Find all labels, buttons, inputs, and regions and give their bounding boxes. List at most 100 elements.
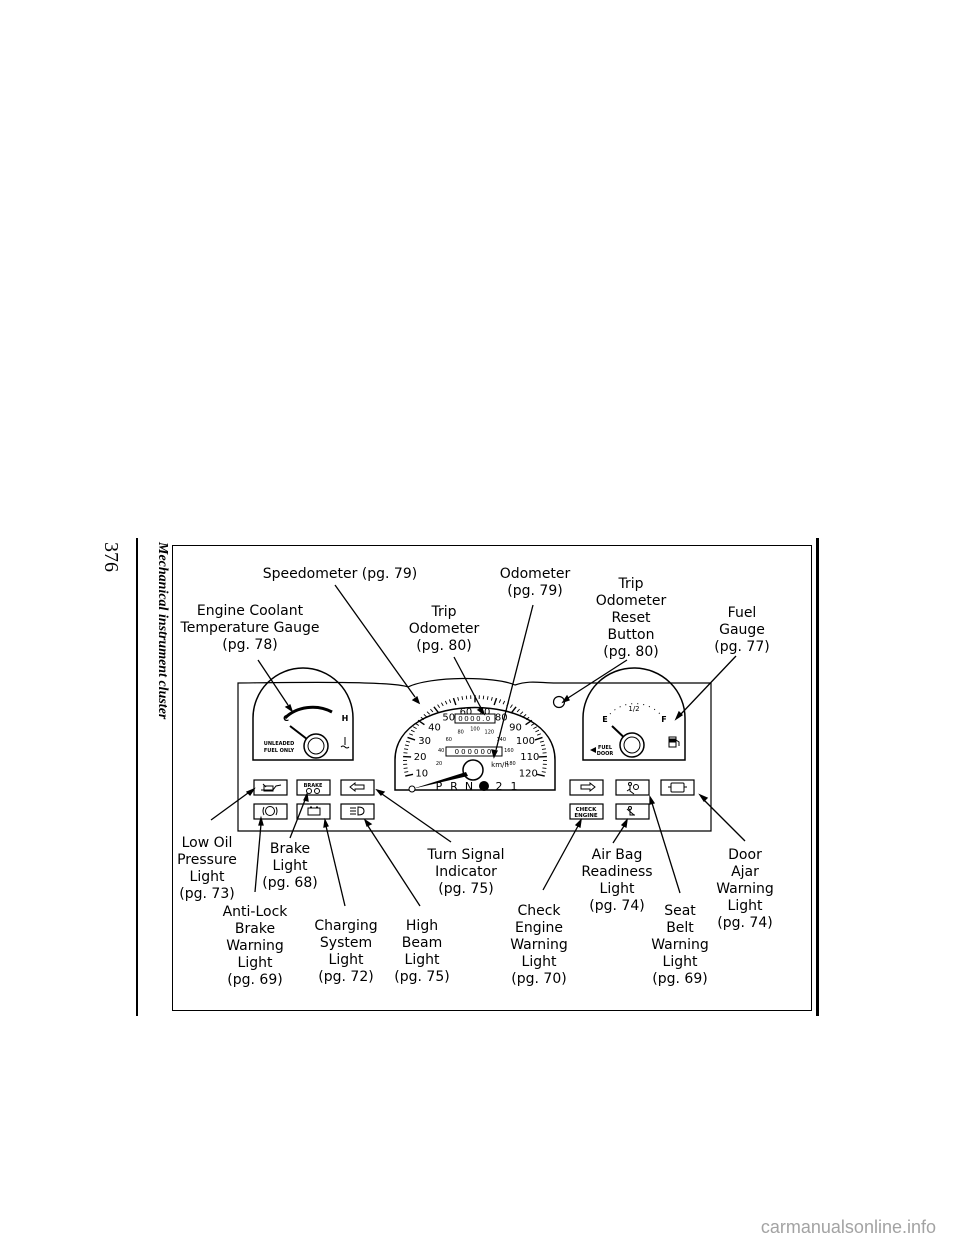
fuel-pump-icon <box>668 736 680 748</box>
gear-drive-highlight <box>479 781 489 791</box>
speedometer-tick <box>408 733 413 736</box>
callout-line: Engine Coolant <box>197 603 304 619</box>
callout-line: Light <box>329 952 364 968</box>
speedometer-tick <box>525 716 530 720</box>
charging-system-light <box>296 803 331 820</box>
speedometer-kmh-label: 20 <box>436 761 442 767</box>
turn-signal-left-light <box>340 779 375 796</box>
speedometer-tick <box>405 740 411 743</box>
label-speedometer: Speedometer (pg. 79) <box>263 566 417 582</box>
callout-line: Reset <box>611 610 651 626</box>
callout-line: (pg. 75) <box>438 881 493 897</box>
callout-line: Fuel <box>728 605 757 621</box>
callout-line: Warning <box>510 937 568 953</box>
speedometer-mph-label: 80 <box>495 712 508 723</box>
callout-line: Light <box>238 955 273 971</box>
callout-line: System <box>320 935 372 951</box>
speedometer-mph-label: 30 <box>418 736 431 747</box>
speedometer-kmh-label: 80 <box>458 729 464 735</box>
anti-lock-brake-light <box>253 803 288 820</box>
callout-line: Engine <box>515 920 563 936</box>
gear-label: R <box>450 780 458 793</box>
cluster-panel <box>237 677 712 832</box>
callout-line: (pg. 75) <box>394 969 449 985</box>
speedometer-tick <box>534 736 543 741</box>
callout-line: Odometer <box>596 593 667 609</box>
speedometer-kmh-label: 100 <box>470 727 480 733</box>
speedometer-tick <box>433 706 440 714</box>
diagram-frame <box>172 545 812 1011</box>
gear-label: D <box>480 780 488 793</box>
callout-line: Brake <box>270 841 310 857</box>
gear-label: 1 <box>511 780 518 793</box>
callout-line: Light <box>273 858 308 874</box>
brake-tag: BRAKE <box>304 783 323 789</box>
speedometer-tick <box>448 699 452 703</box>
callout-line: Seat <box>664 903 696 919</box>
speedometer-mph-label: 100 <box>516 736 535 747</box>
speedometer-tick <box>541 771 546 773</box>
coolant-icon <box>340 737 350 749</box>
gear-label: P <box>436 780 443 793</box>
speedometer-tick <box>444 700 448 705</box>
speedometer-mph-label: 110 <box>520 752 539 763</box>
speedometer-tick <box>452 697 457 706</box>
seat-belt-light <box>615 803 650 820</box>
check-engine-light <box>569 803 604 820</box>
low-oil-pressure-light <box>253 779 288 796</box>
speedometer-tick <box>509 704 513 708</box>
right-rule <box>816 538 819 1016</box>
speedometer-tick <box>533 726 538 730</box>
callout-line: (pg. 74) <box>589 898 644 914</box>
speedometer-tick <box>535 729 540 733</box>
left-rule <box>136 538 138 1016</box>
callout-line: Warning <box>651 937 709 953</box>
callout-line: Light <box>663 954 698 970</box>
odometer-digits: 000000 <box>455 748 494 756</box>
speedometer-tick <box>461 696 464 700</box>
speedometer-tick <box>430 708 434 713</box>
speedometer-tick <box>423 714 428 718</box>
turn-signal-right-light <box>569 779 604 796</box>
speedometer-tick <box>493 697 498 706</box>
speedometer-tick <box>541 744 546 747</box>
speedometer-mph-label: 10 <box>415 768 428 779</box>
callout-line: (pg. 78) <box>222 637 277 653</box>
speedometer-tick <box>539 740 545 743</box>
temp-c-label: C <box>283 714 289 723</box>
speedometer-tick <box>525 719 533 726</box>
callout-line: (pg. 73) <box>179 886 234 902</box>
callout-line: Light <box>728 898 763 914</box>
door-ajar-icon <box>668 782 687 793</box>
speedometer-tick <box>541 748 546 750</box>
check-engine-tag-2: ENGINE <box>574 813 598 819</box>
fuel-e-label: E <box>602 715 607 724</box>
callout-line: Warning <box>226 938 284 954</box>
callout-line: Door <box>728 847 762 863</box>
callout-line: Temperature Gauge <box>180 620 320 636</box>
abs-icon <box>262 806 278 816</box>
callout-line: Check <box>517 903 561 919</box>
speedometer-tick <box>404 744 409 747</box>
callout-line: (pg. 68) <box>262 875 317 891</box>
door-ajar-light <box>660 779 695 796</box>
high-beam-icon <box>350 806 365 816</box>
speedometer-tick <box>426 711 431 715</box>
callout-line: (pg. 69) <box>652 971 707 987</box>
callout-line: Odometer <box>409 621 480 637</box>
unleaded-label: UNLEADED <box>264 741 294 747</box>
speedometer-kmh-label: 180 <box>506 761 516 767</box>
speedometer-tick <box>404 771 409 773</box>
fuel-door-label-2: DOOR <box>597 751 614 757</box>
speedometer-tick <box>498 699 502 703</box>
callout-line: (pg. 74) <box>717 915 772 931</box>
air-bag-icon <box>626 782 639 795</box>
fuel-gauge: E 1/2 F FUEL DOOR <box>582 667 686 761</box>
